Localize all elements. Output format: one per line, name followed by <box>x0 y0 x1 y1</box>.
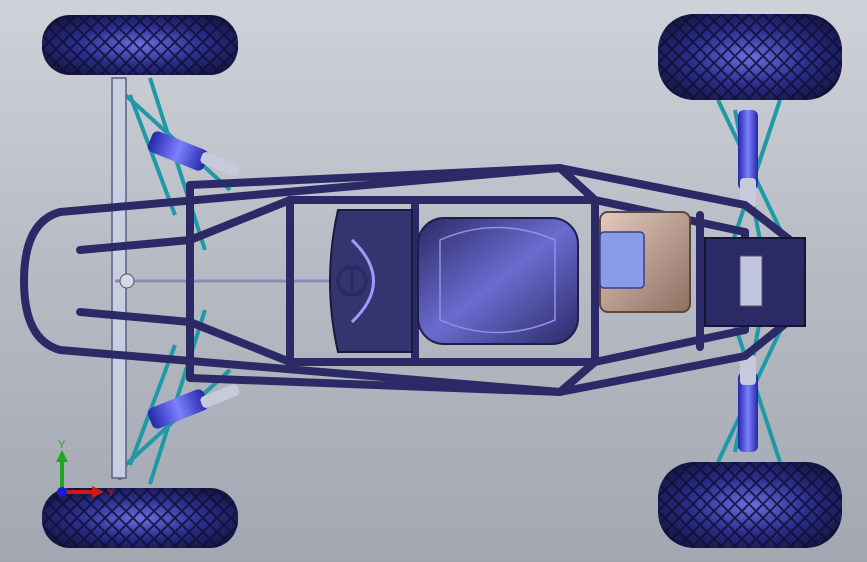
rear-right-coilover[interactable] <box>146 383 241 430</box>
tire-front-right[interactable] <box>658 462 842 548</box>
front-left-coilover[interactable] <box>738 110 758 208</box>
rear-left-coilover[interactable] <box>146 130 241 177</box>
triad-x-label: Y <box>107 487 115 499</box>
front-right-coilover[interactable] <box>738 355 758 452</box>
engine-assembly[interactable] <box>599 211 806 327</box>
engine-cover <box>599 231 645 289</box>
triad-origin <box>57 487 67 497</box>
triad-y-label: Y <box>58 440 66 451</box>
dashboard-panel[interactable] <box>329 209 413 353</box>
tire-front-left[interactable] <box>658 14 842 100</box>
steering-rack <box>739 255 763 307</box>
steering-wheel[interactable] <box>336 265 368 297</box>
tire-rear-right[interactable] <box>42 488 238 548</box>
tire-rear-left[interactable] <box>42 15 238 75</box>
driver-seat[interactable] <box>417 217 579 345</box>
coordinate-triad: Y Y <box>56 440 115 499</box>
shaft-joint <box>119 273 135 289</box>
tube-frame-chassis[interactable] <box>20 164 794 396</box>
